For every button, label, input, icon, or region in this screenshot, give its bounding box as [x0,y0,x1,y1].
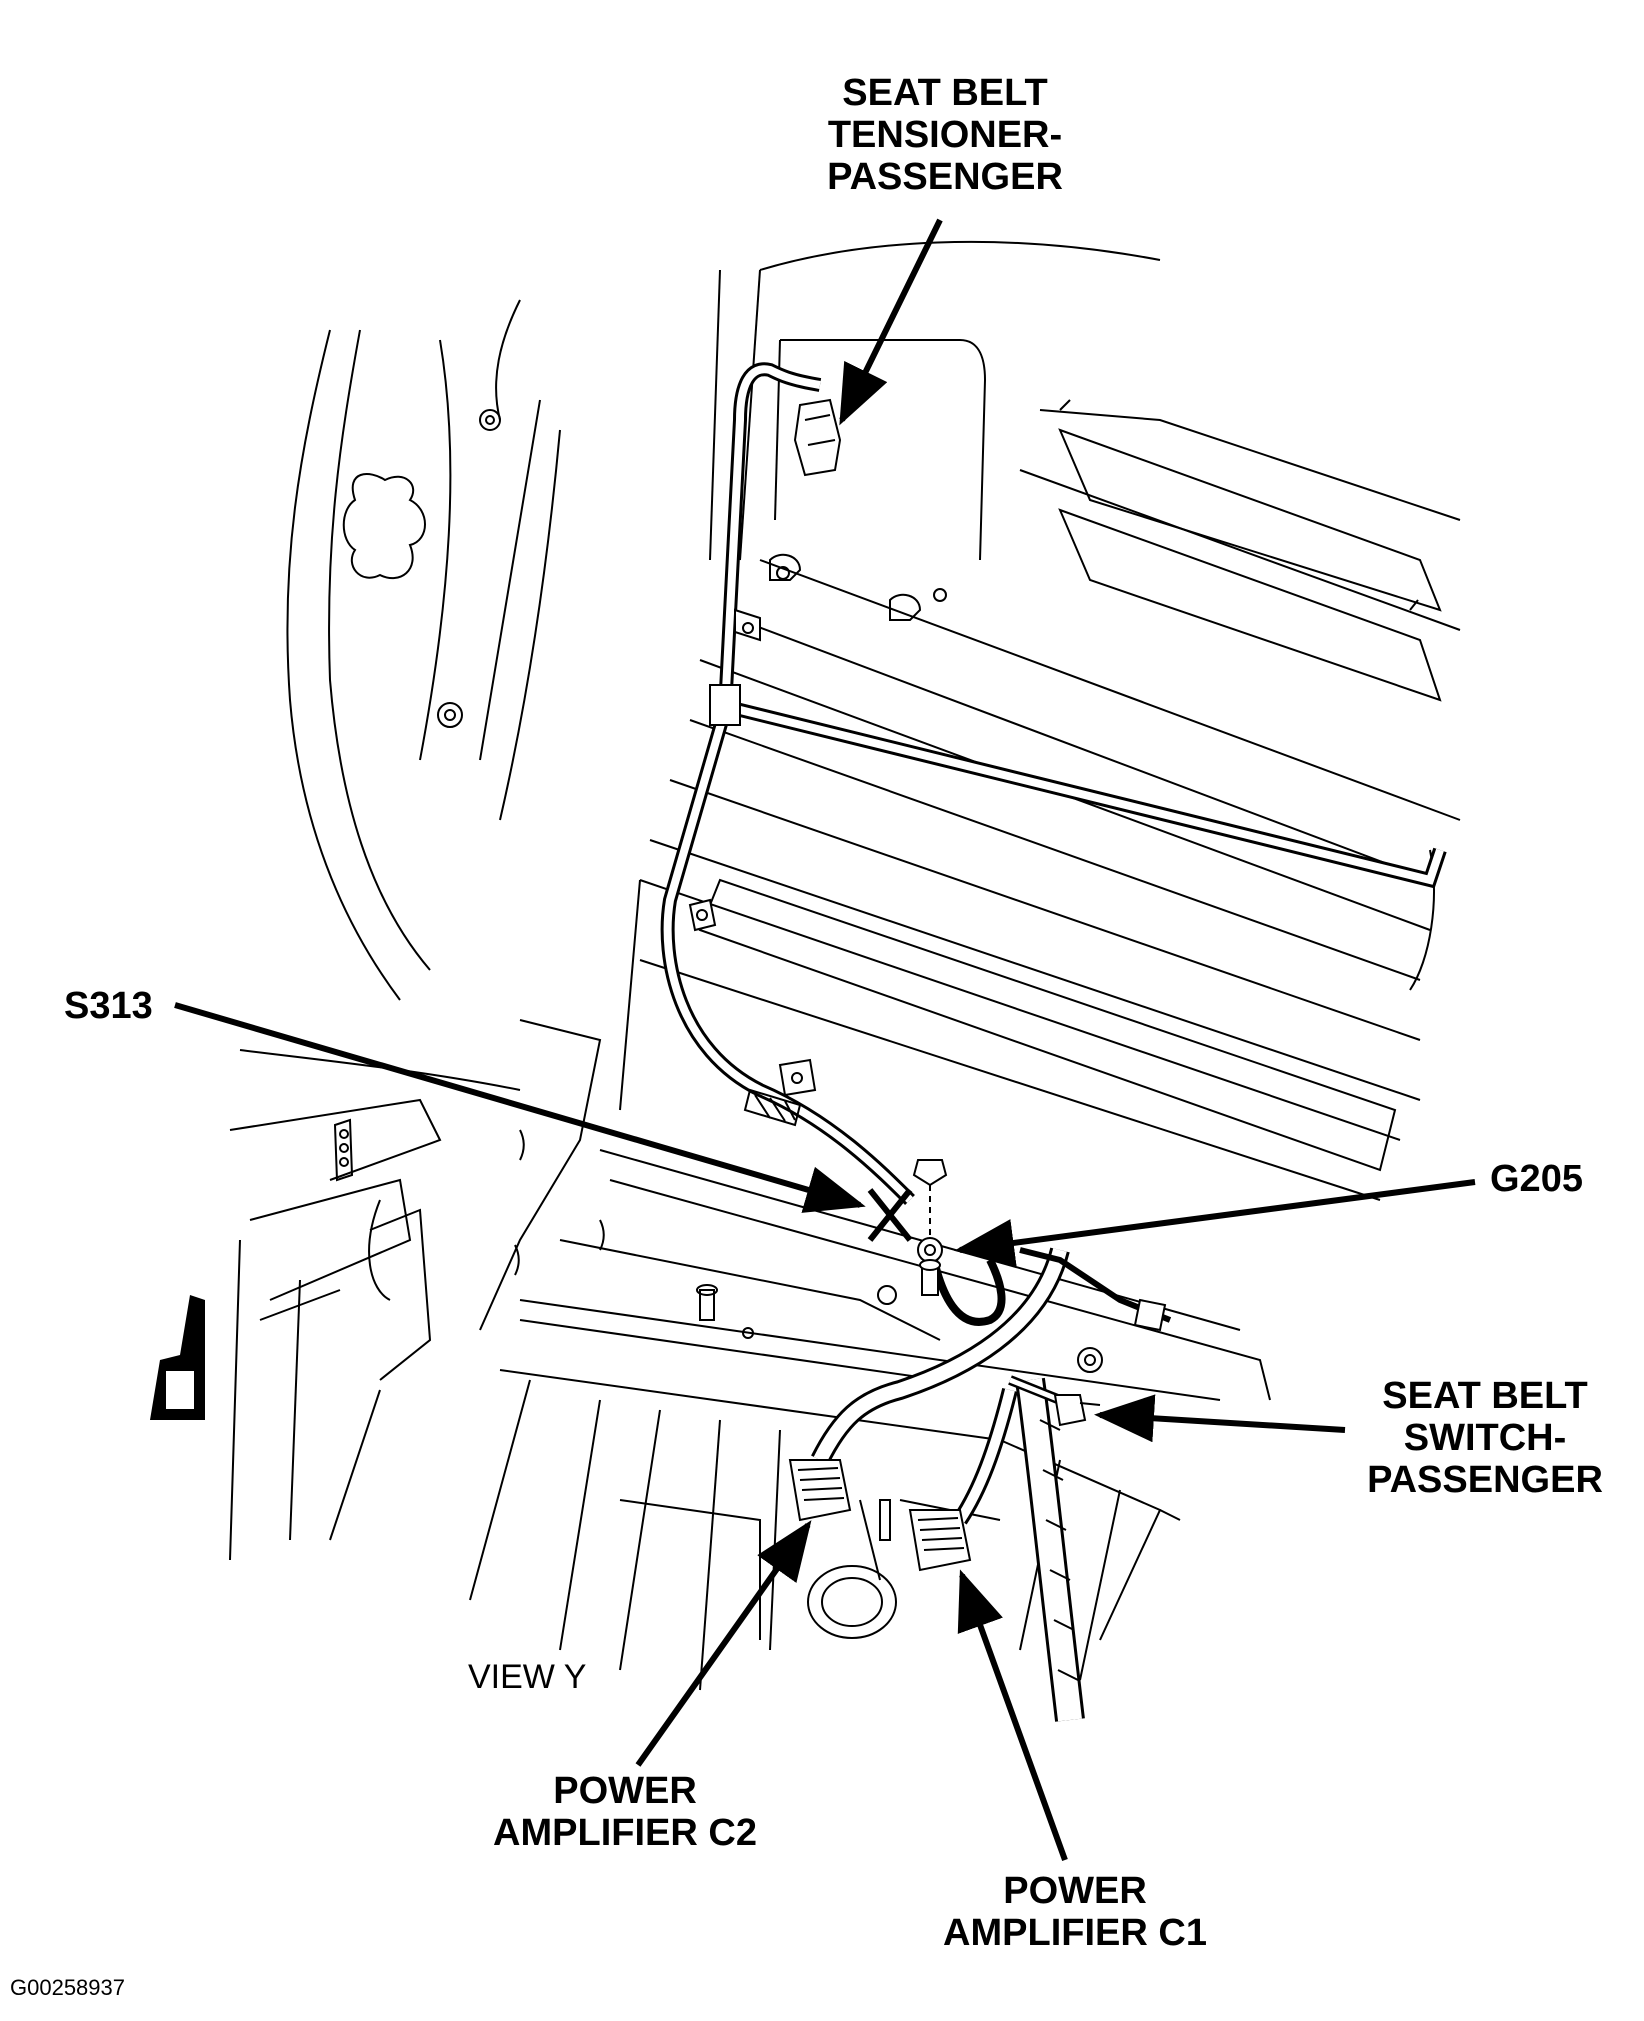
tensioner-leader [839,218,943,426]
wiring-harness [660,362,1447,1722]
figure-id: G00258937 [10,1975,125,2000]
amp-c2-leader [635,1520,812,1767]
tensioner-connector [793,398,842,477]
harness-clips [688,608,1167,1332]
callout-line: AMPLIFIER C2 [493,1812,757,1854]
leader-lines [174,218,1476,1862]
callout-seat-belt-switch: SEAT BELT SWITCH- PASSENGER [1355,1375,1615,1501]
view-label: VIEW Y [468,1658,587,1696]
callout-line: G205 [1490,1158,1583,1200]
callout-power-amplifier-c2: POWER AMPLIFIER C2 [475,1770,775,1854]
callout-line: PASSENGER [827,156,1063,198]
amp-c2-connector [788,1459,852,1522]
vehicle-body-structure [229,240,1461,1691]
s313-splice-mark [867,1188,913,1242]
callout-line: POWER [1003,1870,1147,1912]
callout-line: PASSENGER [1367,1459,1603,1501]
detached-clip [150,1295,205,1420]
callout-line: SEAT BELT [1382,1375,1588,1417]
amp-c1-connector [908,1509,972,1572]
callout-line: S313 [64,985,153,1027]
s313-leader [174,1002,866,1213]
harness-tape-wrap [743,1088,802,1127]
callout-line: TENSIONER- [827,114,1063,156]
callout-power-amplifier-c1: POWER AMPLIFIER C1 [925,1870,1225,1954]
callout-line: SWITCH- [1403,1417,1567,1459]
callout-g205: G205 [1490,1158,1583,1200]
belt-switch-connector [1053,1394,1101,1427]
belt-switch-leader [1094,1394,1346,1443]
g205-ground [912,1159,948,1296]
callout-s313: S313 [64,985,153,1027]
callout-line: AMPLIFIER C1 [943,1912,1207,1954]
callout-line: SEAT BELT [842,72,1048,114]
amp-c1-leader [957,1569,1068,1862]
callout-seat-belt-tensioner: SEAT BELT TENSIONER- PASSENGER [820,72,1070,198]
g205-leader [954,1179,1476,1267]
callout-line: POWER [553,1770,697,1812]
